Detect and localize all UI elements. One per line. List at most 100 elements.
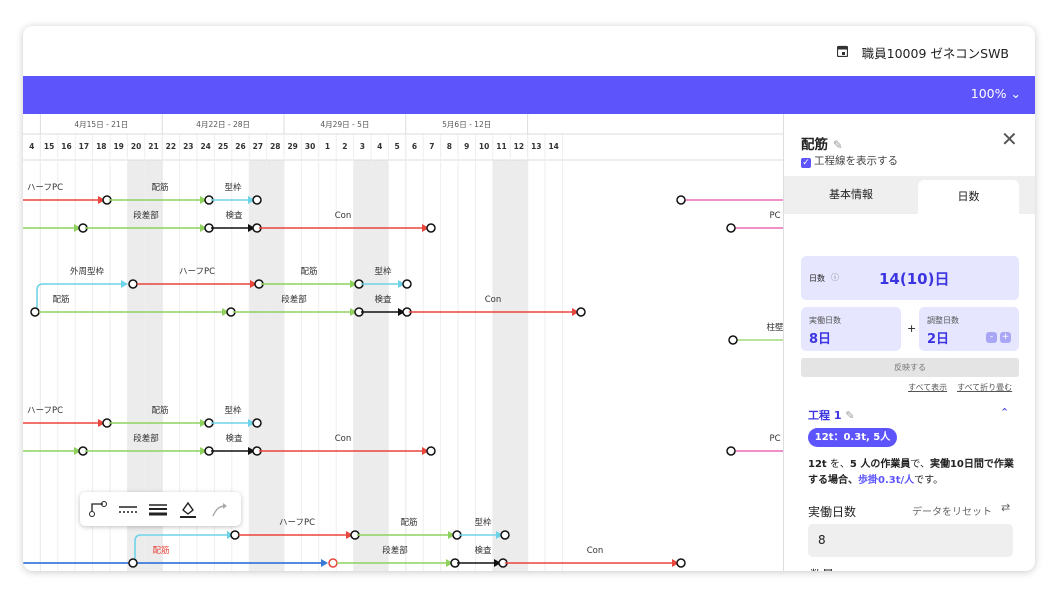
arrow-head bbox=[448, 531, 455, 539]
day-label: 6 bbox=[412, 142, 417, 151]
app-window: 職員10009 ゼネコンSWB 100% ⌄ 4月15日 - 21日 4月22日 … bbox=[23, 26, 1035, 571]
arrow-head bbox=[398, 280, 405, 288]
show-all-link[interactable]: すべて表示 bbox=[908, 383, 948, 392]
desc-rate: 歩掛0.3t/人 bbox=[858, 475, 915, 486]
task-node bbox=[230, 530, 240, 540]
days-value: 14(10)日 bbox=[879, 270, 950, 288]
desc-text1: を、 bbox=[826, 459, 850, 470]
plus-button[interactable]: + bbox=[1000, 332, 1011, 343]
task-node bbox=[426, 446, 436, 456]
process-header[interactable]: 工程 1 ✎ bbox=[808, 407, 855, 423]
days-summary: 日数 ⓘ 14(10)日 bbox=[801, 256, 1019, 300]
line-weight-icon[interactable] bbox=[146, 498, 170, 520]
day-label: 20 bbox=[131, 142, 141, 151]
task-label: 段差部 bbox=[281, 294, 307, 305]
weekend-shade bbox=[144, 134, 163, 571]
chevron-up-icon[interactable]: ⌃ bbox=[1000, 406, 1010, 419]
weekend-shade bbox=[127, 134, 145, 571]
day-label: 26 bbox=[235, 142, 245, 151]
tab-basic-info[interactable]: 基本情報 bbox=[829, 188, 873, 201]
task-label: 検査 bbox=[225, 433, 243, 444]
arrow-head bbox=[446, 559, 453, 567]
show-lines-checkbox[interactable]: ✓工程線を表示する bbox=[801, 153, 898, 168]
side-panel: 配筋 ✎ ✕ ✓工程線を表示する 基本情報 日数 日数 ⓘ 14(10)日 実働… bbox=[783, 114, 1035, 571]
task-node bbox=[726, 446, 736, 456]
fill-color-icon[interactable] bbox=[176, 498, 200, 520]
arrow-head bbox=[200, 224, 207, 232]
task-label: 型枠 bbox=[224, 182, 242, 193]
pencil-icon[interactable]: ✎ bbox=[845, 409, 855, 422]
collapse-all-link[interactable]: すべて折り畳む bbox=[957, 383, 1013, 392]
adjust-days-box: 調整日数 2日 - + bbox=[919, 307, 1019, 351]
arrow-head bbox=[74, 447, 81, 455]
plus-sign: + bbox=[907, 322, 917, 335]
weekend-shade bbox=[249, 134, 267, 571]
day-label: 9 bbox=[464, 142, 469, 151]
desc-text3: です。 bbox=[914, 475, 944, 486]
arrow-head bbox=[350, 280, 357, 288]
weekend-shade bbox=[353, 134, 371, 571]
calendar-icon[interactable] bbox=[837, 45, 848, 57]
task-label: Con bbox=[335, 434, 352, 444]
minus-button[interactable]: - bbox=[986, 332, 997, 343]
arrow-head bbox=[74, 224, 81, 232]
tab-days[interactable]: 日数 bbox=[918, 180, 1019, 214]
connector-icon[interactable] bbox=[86, 498, 110, 520]
day-label: 17 bbox=[79, 142, 89, 151]
days-label: 日数 bbox=[809, 274, 825, 283]
arrow-head bbox=[248, 447, 255, 455]
actual-days-label: 実働日数 bbox=[809, 316, 841, 325]
arrow-head bbox=[250, 280, 257, 288]
desc-qty: 12t bbox=[808, 459, 827, 470]
quantity-label: 数量 bbox=[810, 566, 834, 571]
arrow-head bbox=[248, 419, 255, 427]
task-label: 検査 bbox=[474, 545, 492, 556]
desc-workers: 5 人の作業員 bbox=[849, 459, 911, 470]
week-label: 4月22日 - 28日 bbox=[196, 120, 250, 129]
week-label: 4月15日 - 21日 bbox=[74, 120, 128, 129]
task-label: 配筋 bbox=[151, 405, 168, 416]
day-label: 16 bbox=[61, 142, 71, 151]
dashed-line-icon[interactable] bbox=[116, 498, 140, 520]
reset-data-link[interactable]: データをリセット bbox=[912, 507, 992, 518]
task-label: Con bbox=[335, 211, 352, 221]
task-label: 検査 bbox=[225, 210, 243, 221]
day-label: 12 bbox=[514, 142, 524, 151]
day-label: 29 bbox=[287, 142, 297, 151]
task-label: ハーフPC bbox=[27, 406, 63, 416]
week-label: 5月6日 - 12日 bbox=[442, 120, 491, 129]
close-icon[interactable]: ✕ bbox=[1001, 127, 1018, 151]
arrow-style-icon[interactable] bbox=[208, 498, 232, 520]
weekend-shade bbox=[266, 134, 284, 571]
arrow-head bbox=[222, 308, 229, 316]
arrow-head bbox=[121, 280, 128, 288]
arrow-head bbox=[200, 447, 207, 455]
task-line bbox=[134, 534, 229, 561]
reset-icon[interactable]: ⇄ bbox=[1001, 501, 1011, 514]
arrow-head bbox=[494, 559, 501, 567]
user-label[interactable]: 職員10009 ゼネコンSWB bbox=[861, 46, 1009, 61]
zoom-select[interactable]: 100% ⌄ bbox=[971, 86, 1021, 101]
task-node bbox=[676, 558, 686, 568]
work-days-input[interactable]: 8 bbox=[808, 524, 1013, 557]
task-label: 検査 bbox=[374, 294, 392, 305]
arrow-head bbox=[398, 308, 405, 316]
day-label: 27 bbox=[253, 142, 263, 151]
task-label: 配筋 bbox=[400, 517, 417, 528]
task-label: PC bbox=[769, 211, 780, 221]
day-label: 11 bbox=[496, 142, 506, 151]
reflect-button[interactable]: 反映する bbox=[801, 358, 1019, 377]
task-node bbox=[728, 335, 738, 345]
arrow-head bbox=[572, 308, 579, 316]
pencil-icon[interactable]: ✎ bbox=[832, 138, 843, 152]
day-label: 3 bbox=[360, 142, 365, 151]
task-label: 段差部 bbox=[133, 433, 159, 444]
task-node bbox=[576, 307, 586, 317]
weekend-shade bbox=[510, 134, 528, 571]
process-title: 工程 1 bbox=[808, 409, 842, 422]
work-days-label: 実働日数 bbox=[808, 505, 857, 519]
day-label: 28 bbox=[270, 142, 280, 151]
desc-days: 実働10日間で作業する場合、 bbox=[808, 459, 1014, 486]
